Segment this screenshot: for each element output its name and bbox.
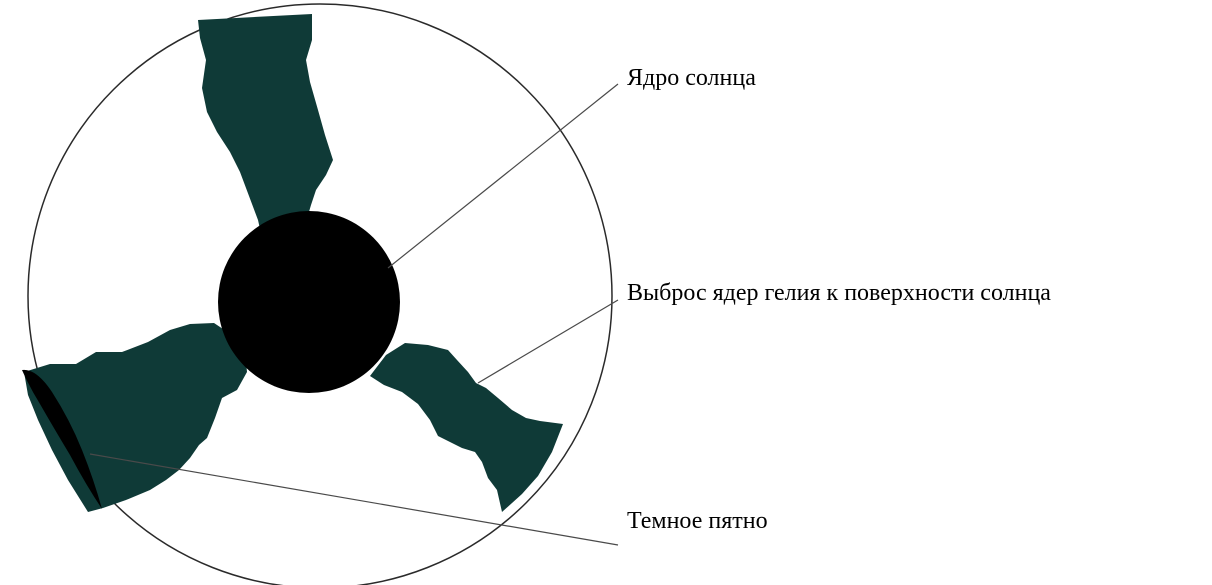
sun-core bbox=[218, 211, 400, 393]
leader-line-ejection bbox=[478, 300, 618, 383]
label-dark-spot: Темное пятно bbox=[627, 507, 768, 535]
ejection-arm-top bbox=[198, 14, 333, 238]
leader-line-core bbox=[388, 84, 618, 268]
label-helium-ejection: Выброс ядер гелия к поверхности солнца bbox=[627, 279, 1051, 307]
label-sun-core: Ядро солнца bbox=[627, 64, 756, 92]
ejection-arm-right bbox=[370, 343, 563, 512]
